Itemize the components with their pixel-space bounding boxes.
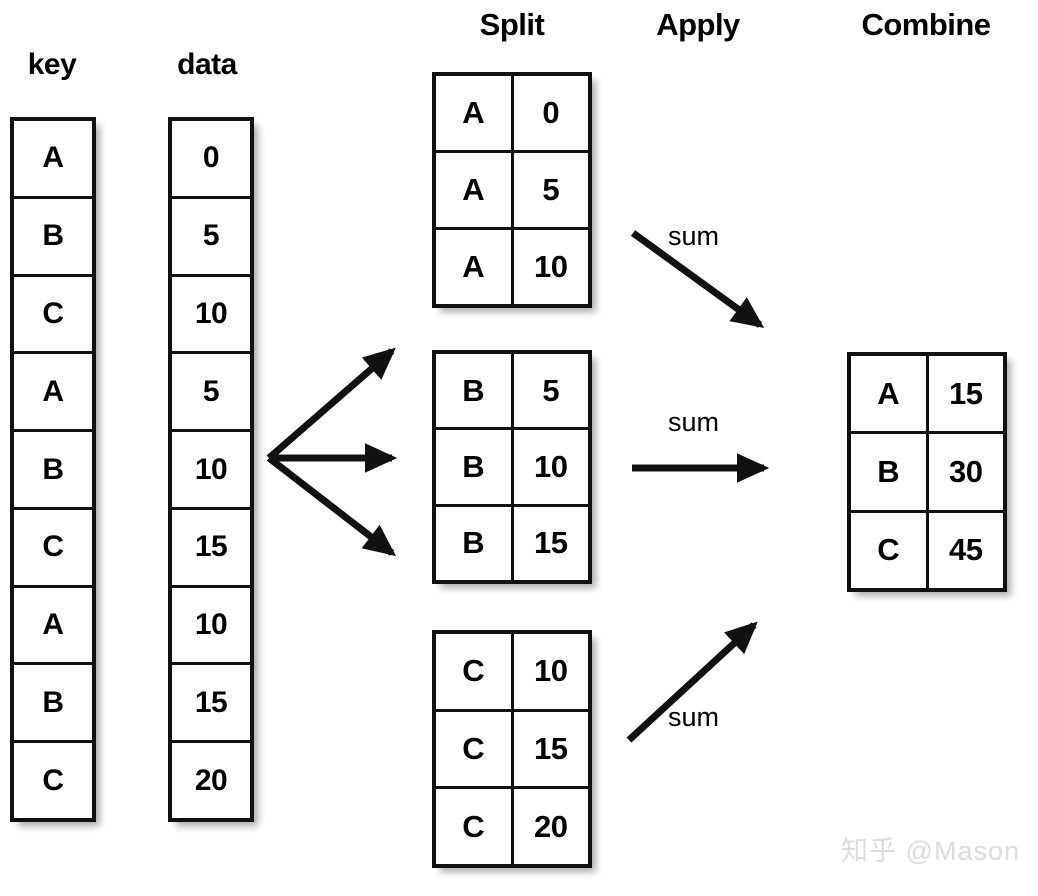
table-row: 10 bbox=[172, 588, 250, 666]
table-row: B 5 bbox=[436, 354, 588, 431]
split-arrow-to-group-c bbox=[266, 455, 397, 557]
table-row: A bbox=[14, 354, 92, 433]
table-row: B bbox=[14, 665, 92, 744]
key-cell: C bbox=[436, 789, 514, 865]
key-column-heading: key bbox=[27, 48, 77, 81]
key-cell: B bbox=[42, 219, 64, 253]
key-cell: A bbox=[436, 76, 514, 150]
data-cell: 0 bbox=[202, 141, 220, 175]
key-cell: A bbox=[851, 356, 929, 432]
apply-label-group-a: sum bbox=[668, 221, 720, 251]
table-row: B bbox=[14, 199, 92, 277]
key-cell: A bbox=[42, 141, 64, 175]
data-cell: 30 bbox=[949, 453, 983, 489]
key-cell: C bbox=[42, 763, 64, 797]
key-cell: A bbox=[42, 374, 64, 408]
table-row: 15 bbox=[172, 510, 250, 588]
table-row: A bbox=[14, 588, 92, 666]
data-cell: 15 bbox=[534, 525, 568, 561]
data-cell: 20 bbox=[534, 808, 568, 844]
data-column-table: 0 5 10 5 10 15 10 15 20 bbox=[168, 117, 254, 822]
key-cell: B bbox=[436, 506, 514, 580]
table-row: A 10 bbox=[436, 230, 588, 304]
split-group-a-table: A 0 A 5 A 10 bbox=[432, 72, 592, 308]
data-cell: 15 bbox=[534, 731, 568, 766]
table-row: 0 bbox=[172, 121, 250, 199]
table-row: C 15 bbox=[436, 711, 588, 790]
data-cell: 10 bbox=[194, 452, 228, 486]
combine-stage-heading: Combine bbox=[861, 7, 991, 42]
table-row: A 5 bbox=[436, 153, 588, 230]
table-row: C bbox=[14, 743, 92, 818]
table-row: B 10 bbox=[436, 430, 588, 507]
data-cell: 5 bbox=[202, 219, 220, 253]
split-stage-heading: Split bbox=[479, 7, 545, 42]
key-cell: B bbox=[436, 354, 514, 428]
data-cell: 10 bbox=[534, 653, 568, 689]
table-row: A bbox=[14, 121, 92, 199]
combine-table: A 15 B 30 C 45 bbox=[847, 352, 1007, 592]
apply-label-group-b: sum bbox=[668, 407, 720, 437]
table-row: C 10 bbox=[436, 634, 588, 712]
table-row: A 15 bbox=[851, 356, 1003, 435]
table-row: B 30 bbox=[851, 434, 1003, 513]
key-cell: A bbox=[42, 608, 64, 642]
key-cell: B bbox=[436, 430, 514, 504]
data-cell: 10 bbox=[534, 249, 568, 284]
table-row: 5 bbox=[172, 354, 250, 433]
table-row: 10 bbox=[172, 277, 250, 355]
table-row: B 15 bbox=[436, 506, 588, 580]
key-cell: C bbox=[42, 530, 64, 564]
table-row: C bbox=[14, 277, 92, 355]
table-row: C 20 bbox=[436, 789, 588, 865]
key-cell: A bbox=[436, 230, 514, 304]
table-row: C bbox=[14, 510, 92, 588]
data-cell: 20 bbox=[194, 763, 228, 797]
data-cell: 15 bbox=[194, 685, 228, 719]
table-row: 15 bbox=[172, 665, 250, 744]
data-cell: 15 bbox=[194, 530, 228, 564]
key-cell: B bbox=[42, 685, 64, 719]
split-fan-arrows bbox=[266, 347, 398, 557]
data-cell: 5 bbox=[202, 374, 220, 408]
key-cell: A bbox=[436, 153, 514, 227]
data-cell: 15 bbox=[949, 375, 983, 411]
key-cell: B bbox=[851, 434, 929, 510]
table-row: C 45 bbox=[851, 512, 1003, 588]
split-group-b-table: B 5 B 10 B 15 bbox=[432, 350, 592, 584]
split-group-c-table: C 10 C 15 C 20 bbox=[432, 630, 592, 868]
table-row: 5 bbox=[172, 199, 250, 277]
key-cell: C bbox=[436, 711, 514, 787]
data-cell: 10 bbox=[194, 608, 228, 642]
table-row: A 0 bbox=[436, 76, 588, 153]
table-row: 10 bbox=[172, 432, 250, 510]
apply-stage-heading: Apply bbox=[656, 7, 740, 42]
data-cell: 5 bbox=[542, 172, 560, 207]
data-column-heading: data bbox=[177, 48, 237, 81]
table-row: 20 bbox=[172, 743, 250, 818]
table-row: B bbox=[14, 432, 92, 510]
data-cell: 45 bbox=[949, 532, 983, 568]
data-cell: 10 bbox=[534, 448, 568, 484]
apply-arrows bbox=[626, 230, 770, 743]
data-cell: 10 bbox=[194, 296, 228, 330]
split-arrow-to-group-a bbox=[266, 347, 396, 461]
key-cell: C bbox=[851, 512, 929, 588]
apply-label-group-c: sum bbox=[668, 702, 720, 732]
key-cell: C bbox=[436, 634, 514, 709]
watermark: 知乎 @Mason bbox=[841, 836, 1020, 866]
data-cell: 0 bbox=[542, 95, 560, 130]
data-cell: 5 bbox=[542, 372, 560, 408]
key-cell: C bbox=[42, 296, 64, 330]
key-cell: B bbox=[42, 452, 64, 486]
key-column-table: A B C A B C A B C bbox=[10, 117, 96, 822]
